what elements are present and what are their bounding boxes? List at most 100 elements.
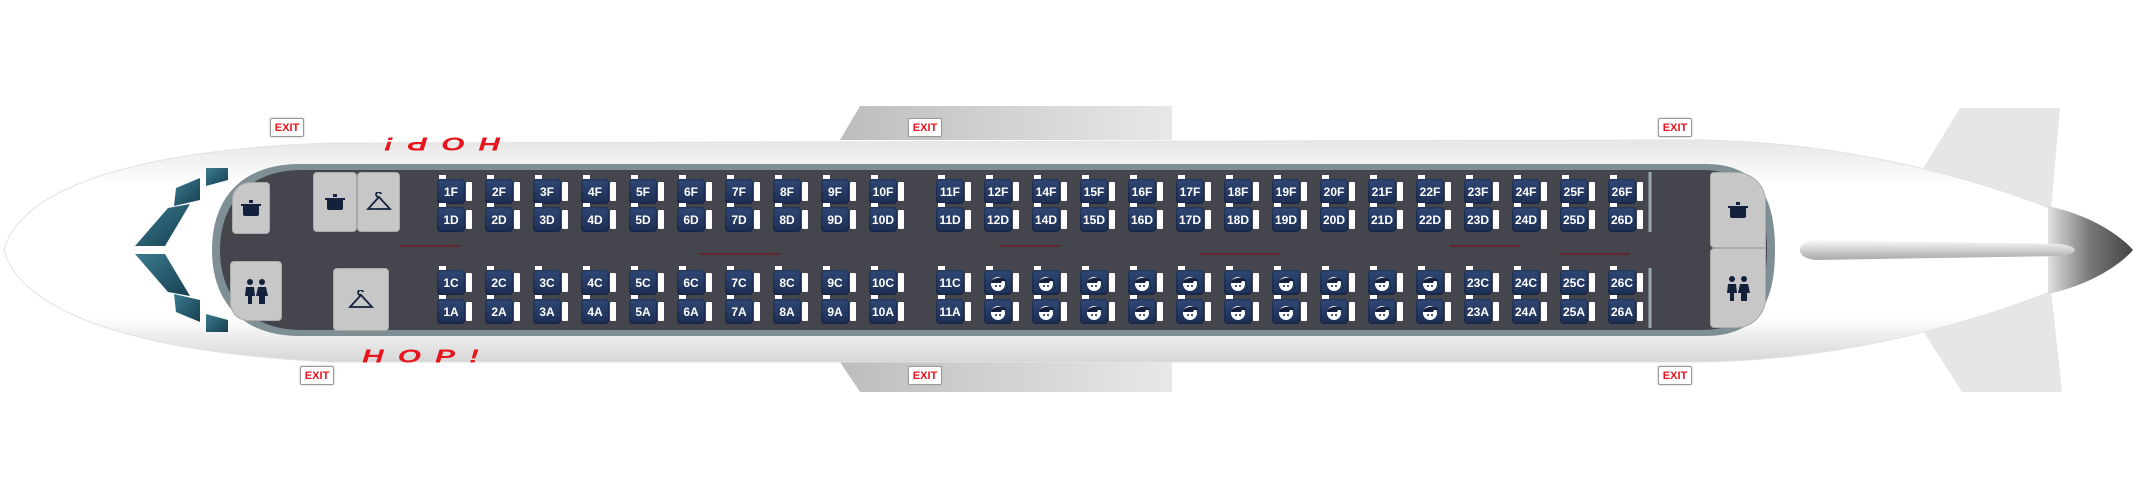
seat-available[interactable]: 18D [1224,203,1260,233]
seat-available[interactable]: 4C [581,266,617,296]
seat-available[interactable]: 14D [1032,203,1068,233]
seat-available[interactable]: 11A [936,295,972,325]
seat-available[interactable]: 22D [1416,203,1452,233]
seat-available[interactable]: 5D [629,203,665,233]
seat-available[interactable]: 25A [1560,295,1596,325]
seat-available[interactable]: 7A [725,295,761,325]
seat-available[interactable]: 15D [1080,203,1116,233]
seat-available[interactable]: 24C [1512,266,1548,296]
seat-available[interactable]: 17D [1176,203,1212,233]
seat-available[interactable]: 3D [533,203,569,233]
seat-occupied[interactable] [1272,266,1308,296]
seat-available[interactable]: 3C [533,266,569,296]
seat-occupied[interactable] [1416,295,1452,325]
seat-occupied[interactable] [1176,266,1212,296]
seat-available[interactable]: 6C [677,266,713,296]
seat-occupied[interactable] [1080,266,1116,296]
seat-available[interactable]: 25D [1560,203,1596,233]
seat-available[interactable]: 2F [485,175,521,205]
seat-occupied[interactable] [1320,295,1356,325]
seat-available[interactable]: 4A [581,295,617,325]
seat-available[interactable]: 8A [773,295,809,325]
seat-occupied[interactable] [1032,295,1068,325]
seat-available[interactable]: 26A [1608,295,1644,325]
seat-available[interactable]: 1F [437,175,473,205]
seat-available[interactable]: 8F [773,175,809,205]
seat-available[interactable]: 16D [1128,203,1164,233]
seat-available[interactable]: 5F [629,175,665,205]
seat-occupied[interactable] [1032,266,1068,296]
seat-available[interactable]: 9D [821,203,857,233]
seat-available[interactable]: 9C [821,266,857,296]
seat-available[interactable]: 7D [725,203,761,233]
seat-available[interactable]: 10F [869,175,905,205]
seat-occupied[interactable] [1368,295,1404,325]
seat-available[interactable]: 19D [1272,203,1308,233]
seat-available[interactable]: 6F [677,175,713,205]
seat-occupied[interactable] [1128,295,1164,325]
seat-available[interactable]: 2A [485,295,521,325]
seat-available[interactable]: 4F [581,175,617,205]
seat-available[interactable]: 7C [725,266,761,296]
seat-available[interactable]: 21F [1368,175,1404,205]
seat-available[interactable]: 26C [1608,266,1644,296]
seat-available[interactable]: 10A [869,295,905,325]
seat-available[interactable]: 12F [984,175,1020,205]
seat-available[interactable]: 17F [1176,175,1212,205]
seat-available[interactable]: 21D [1368,203,1404,233]
seat-available[interactable]: 6D [677,203,713,233]
seat-available[interactable]: 23C [1464,266,1500,296]
seat-occupied[interactable] [1176,295,1212,325]
seat-available[interactable]: 7F [725,175,761,205]
seat-available[interactable]: 15F [1080,175,1116,205]
seat-available[interactable]: 24F [1512,175,1548,205]
seat-occupied[interactable] [984,295,1020,325]
seat-available[interactable]: 14F [1032,175,1068,205]
seat-available[interactable]: 18F [1224,175,1260,205]
seat-available[interactable]: 23A [1464,295,1500,325]
seat-occupied[interactable] [984,266,1020,296]
seat-available[interactable]: 20D [1320,203,1356,233]
seat-available[interactable]: 11F [936,175,972,205]
seat-available[interactable]: 26D [1608,203,1644,233]
seat-available[interactable]: 25C [1560,266,1596,296]
seat-occupied[interactable] [1320,266,1356,296]
seat-available[interactable]: 5C [629,266,665,296]
seat-occupied[interactable] [1368,266,1404,296]
seat-available[interactable]: 11D [936,203,972,233]
seat-available[interactable]: 20F [1320,175,1356,205]
seat-available[interactable]: 26F [1608,175,1644,205]
seat-available[interactable]: 12D [984,203,1020,233]
seat-available[interactable]: 23F [1464,175,1500,205]
seat-available[interactable]: 22F [1416,175,1452,205]
seat-available[interactable]: 9F [821,175,857,205]
seat-occupied[interactable] [1224,266,1260,296]
seat-available[interactable]: 11C [936,266,972,296]
seat-occupied[interactable] [1080,295,1116,325]
seat-available[interactable]: 6A [677,295,713,325]
seat-available[interactable]: 24A [1512,295,1548,325]
seat-available[interactable]: 9A [821,295,857,325]
seat-available[interactable]: 16F [1128,175,1164,205]
seat-available[interactable]: 4D [581,203,617,233]
seat-available[interactable]: 3A [533,295,569,325]
seat-available[interactable]: 1A [437,295,473,325]
seat-available[interactable]: 2C [485,266,521,296]
seat-available[interactable]: 1C [437,266,473,296]
seat-available[interactable]: 25F [1560,175,1596,205]
seat-available[interactable]: 10C [869,266,905,296]
seat-occupied[interactable] [1224,295,1260,325]
seat-available[interactable]: 8C [773,266,809,296]
seat-available[interactable]: 3F [533,175,569,205]
seat-available[interactable]: 23D [1464,203,1500,233]
seat-occupied[interactable] [1416,266,1452,296]
seat-available[interactable]: 10D [869,203,905,233]
seat-available[interactable]: 5A [629,295,665,325]
seat-available[interactable]: 2D [485,203,521,233]
seat-available[interactable]: 24D [1512,203,1548,233]
seat-available[interactable]: 1D [437,203,473,233]
seat-available[interactable]: 8D [773,203,809,233]
seat-available[interactable]: 19F [1272,175,1308,205]
seat-occupied[interactable] [1272,295,1308,325]
seat-occupied[interactable] [1128,266,1164,296]
